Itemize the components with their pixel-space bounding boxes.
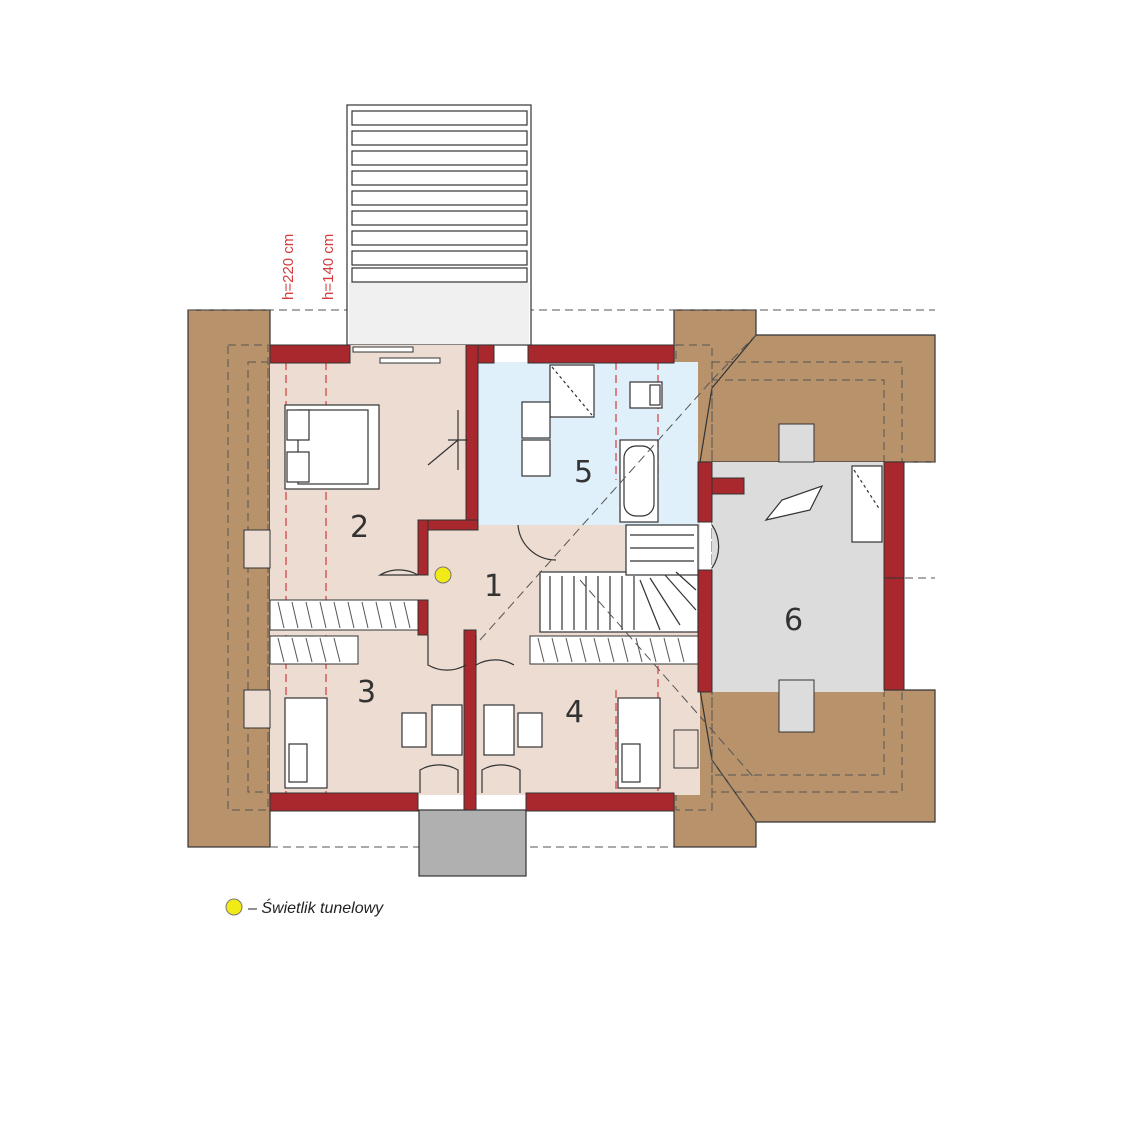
wall-hall-left2: [417, 599, 429, 636]
room-number-5: 5: [574, 455, 593, 490]
legend-skylight-label: – Świetlik tunelowy: [247, 898, 384, 917]
wall-top-left: [269, 344, 351, 364]
roof-left: [187, 309, 271, 848]
wall-bottom-left: [269, 792, 419, 812]
dormers: [243, 423, 815, 769]
wall-stair-bottom: [697, 569, 713, 693]
wall-garage-right-b: [883, 577, 905, 691]
wall-hall-left: [417, 519, 429, 576]
room-number-2: 2: [350, 510, 369, 545]
wardrobe-hatching: [277, 601, 685, 663]
window-arrow: [427, 410, 468, 470]
double-bed: [284, 404, 380, 490]
garage-items: [764, 465, 883, 543]
wall-stair-top: [697, 461, 713, 523]
walls: [269, 344, 905, 812]
room-number-6: 6: [784, 603, 803, 638]
sliding-window: [352, 346, 441, 364]
sink-top: [521, 401, 551, 439]
wall-top-right: [527, 344, 675, 364]
bathroom-fixtures: [521, 364, 663, 523]
legend-skylight-icon: [225, 898, 243, 916]
room-number-3: 3: [357, 675, 376, 710]
wall-room2-bath: [465, 344, 479, 526]
balcony: [418, 809, 527, 877]
wall-garage-stub: [711, 477, 745, 495]
wall-center: [463, 629, 477, 811]
wardrobes: [269, 599, 699, 665]
hip-lines: [479, 334, 757, 823]
sink-bottom: [521, 439, 551, 477]
single-beds: [284, 697, 661, 789]
room-number-1: 1: [484, 569, 503, 604]
exterior-stairs: [346, 104, 532, 346]
room-number-4: 4: [565, 695, 584, 730]
wall-bottom-right: [525, 792, 675, 812]
interior-stairs: [539, 524, 699, 633]
car-icon: [764, 484, 824, 521]
desks: [401, 704, 543, 756]
wall-garage-right-a: [883, 461, 905, 581]
skylight-icon: [434, 566, 452, 584]
height-label-140: h=140 cm: [320, 234, 337, 300]
height-label-220: h=220 cm: [280, 234, 297, 300]
doors: [377, 524, 720, 793]
